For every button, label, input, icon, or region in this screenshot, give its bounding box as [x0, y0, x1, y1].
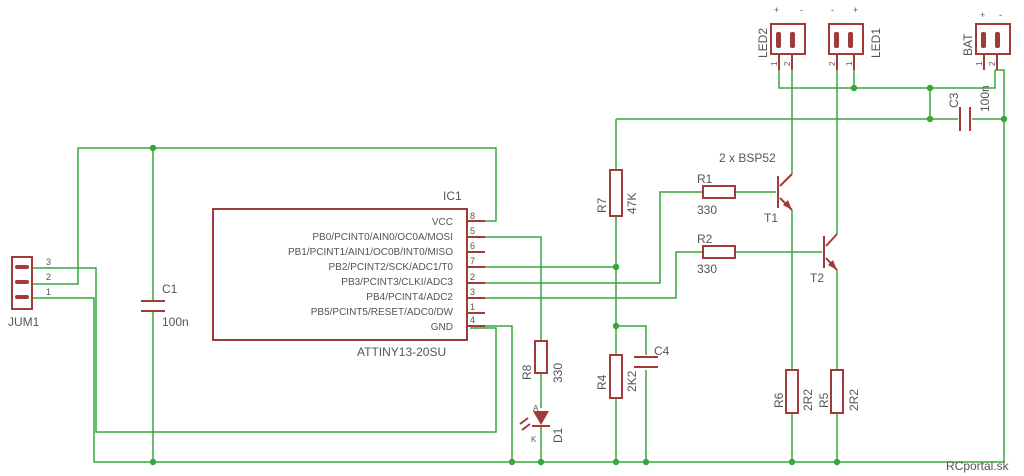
- ic1-pin-pb2: PB2/PCINT2/SCK/ADC1/T0: [329, 262, 454, 273]
- bat-connector: + - 1 2 BAT: [961, 10, 1011, 70]
- led1-minus: -: [831, 5, 834, 15]
- ic1-label: IC1: [443, 189, 462, 203]
- jum1-connector: 3 2 1 JUM1: [8, 256, 51, 329]
- r2-value: 330: [697, 262, 717, 276]
- jum1-label: JUM1: [8, 315, 40, 329]
- r8-value: 330: [551, 363, 565, 383]
- c3-capacitor: C3 100n: [947, 85, 992, 131]
- led1-label: LED1: [869, 28, 883, 58]
- r1-label: R1: [697, 172, 713, 186]
- jum1-pin1: 1: [46, 287, 51, 297]
- r6-resistor: R6 2R2: [772, 369, 815, 414]
- t2-transistor: T2: [810, 233, 838, 285]
- led1-connector: - + 2 1 LED1: [828, 5, 883, 70]
- ic1-value: ATTINY13-20SU: [357, 345, 446, 359]
- r8-label: R8: [520, 364, 534, 380]
- ic1-pin-pb4: PB4/PCINT4/ADC2: [366, 292, 453, 303]
- led1-pin2: 2: [828, 61, 837, 66]
- jum1-pin2: 2: [46, 272, 51, 282]
- ic1-pinnum-7: 7: [470, 256, 475, 266]
- ic1-pinnum-1: 1: [470, 302, 475, 312]
- r6-value: 2R2: [801, 389, 815, 411]
- r4-label: R4: [595, 374, 609, 390]
- d1-cathode-label: K: [531, 435, 537, 444]
- jum1-pin3: 3: [46, 257, 51, 267]
- c1-value: 100n: [162, 315, 189, 329]
- led2-pin1: 1: [770, 61, 779, 66]
- led2-pin2: 2: [783, 61, 792, 66]
- c1-label: C1: [162, 282, 178, 296]
- ic1-chip: IC1 ATTINY13-20SU VCC PB0/PCINT0/AIN0/OC…: [212, 189, 485, 359]
- bat-pin2: 2: [988, 61, 997, 66]
- r7-label: R7: [595, 197, 609, 213]
- transistors-note: 2 x BSP52: [719, 151, 776, 165]
- c3-value: 100n: [978, 85, 992, 112]
- led2-label: LED2: [756, 28, 770, 58]
- bat-pin1: 1: [975, 61, 984, 66]
- ic1-pin-pb0: PB0/PCINT0/AIN0/OC0A/MOSI: [312, 232, 453, 243]
- ic1-pinnum-5: 5: [470, 226, 475, 236]
- wires: [32, 69, 1005, 463]
- led1-pin1: 1: [845, 61, 854, 66]
- ic1-pin-pb1: PB1/PCINT1/AIN1/OC0B/INT0/MISO: [288, 247, 453, 258]
- r1-value: 330: [697, 203, 717, 217]
- r2-resistor: R2 330: [697, 232, 736, 276]
- d1-led: A K D1: [519, 404, 565, 444]
- r1-resistor: R1 330: [697, 172, 736, 217]
- r5-label: R5: [817, 392, 831, 408]
- r5-resistor: R5 2R2: [817, 369, 861, 414]
- d1-label: D1: [551, 427, 565, 443]
- t2-label: T2: [810, 271, 824, 285]
- t1-transistor: T1: [764, 173, 793, 225]
- ic1-pinnum-3: 3: [470, 287, 475, 297]
- r5-value: 2R2: [847, 389, 861, 411]
- led2-connector: + - 1 2 LED2: [756, 5, 806, 70]
- ic1-pin-vcc: VCC: [432, 217, 453, 228]
- led1-plus: +: [853, 5, 858, 15]
- footer-credit: RCportal.sk: [946, 459, 1010, 473]
- c4-capacitor: C4: [634, 344, 670, 368]
- c1-capacitor: C1 100n: [141, 282, 189, 329]
- r4-resistor: R4 2K2: [595, 354, 639, 399]
- led2-plus: +: [774, 5, 779, 15]
- r2-label: R2: [697, 232, 713, 246]
- r4-value: 2K2: [625, 370, 639, 392]
- d1-anode-label: A: [533, 404, 539, 413]
- t1-label: T1: [764, 211, 778, 225]
- ic1-pinnum-2: 2: [470, 272, 475, 282]
- ic1-pinnum-6: 6: [470, 241, 475, 251]
- ic1-pin-gnd: GND: [431, 322, 453, 333]
- ic1-pinnum-8: 8: [470, 211, 475, 221]
- c4-label: C4: [654, 344, 670, 358]
- r8-resistor: R8 330: [520, 340, 565, 383]
- ic1-pinnum-4: 4: [470, 315, 475, 325]
- led2-minus: -: [800, 5, 803, 15]
- junctions: [149, 84, 1008, 466]
- r6-label: R6: [772, 392, 786, 408]
- bat-plus: +: [980, 10, 985, 20]
- bat-label: BAT: [961, 33, 975, 56]
- c3-label: C3: [947, 92, 961, 108]
- ic1-pin-pb5: PB5/PCINT5/RESET/ADC0/DW: [311, 307, 454, 318]
- r7-value: 47K: [625, 193, 639, 214]
- bat-minus: -: [999, 10, 1002, 20]
- ic1-pin-pb3: PB3/PCINT3/CLKI/ADC3: [341, 277, 453, 288]
- r7-resistor: R7 47K: [595, 169, 639, 217]
